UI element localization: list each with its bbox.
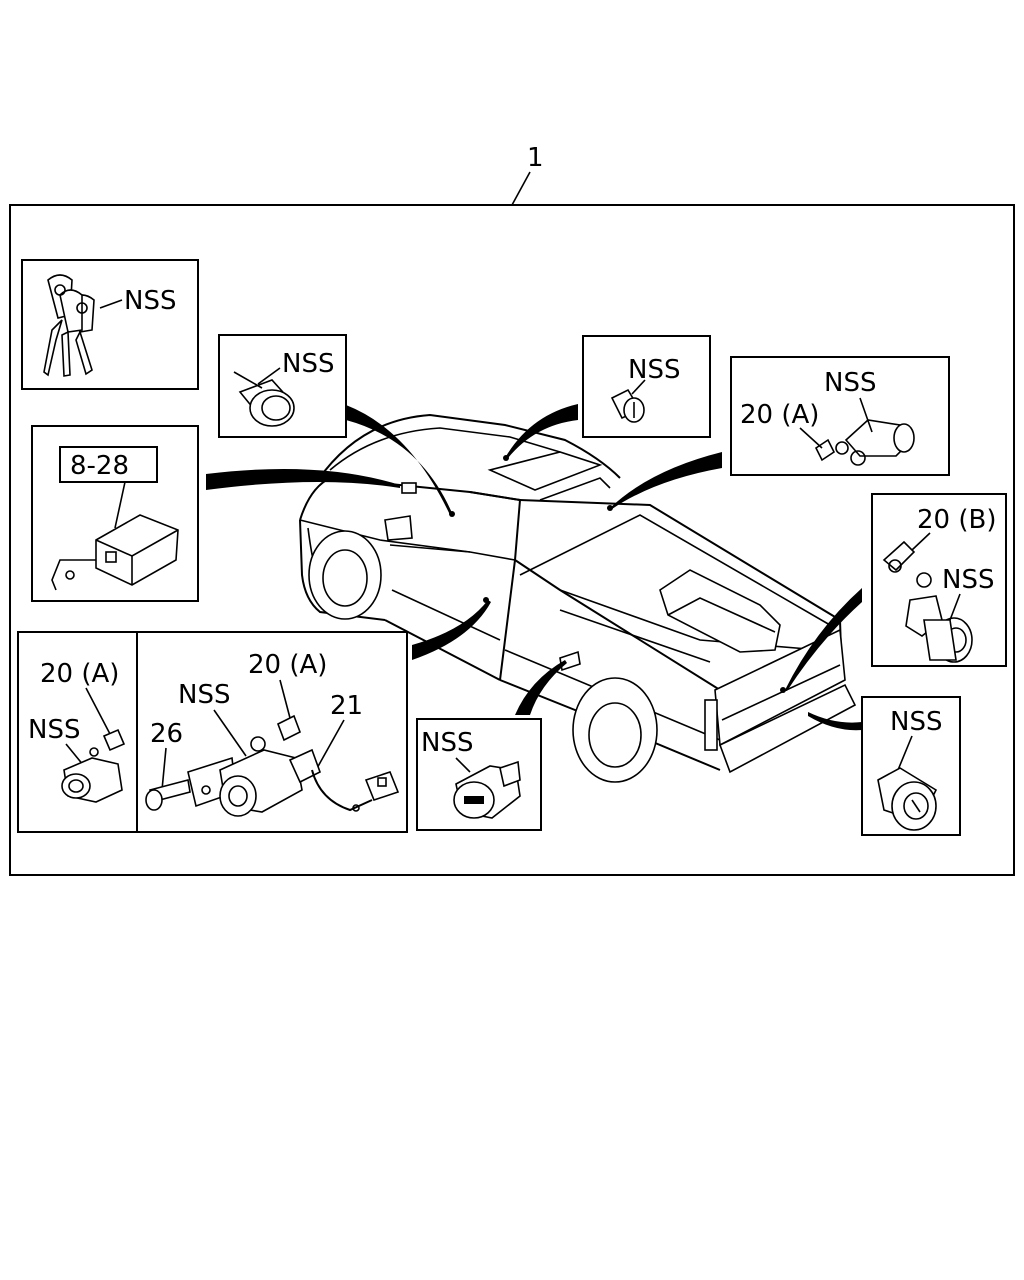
panel-keys: NSS — [21, 259, 199, 390]
connector-control-unit — [206, 468, 400, 490]
connector-fuel-lid — [515, 660, 567, 715]
door-left-callout-20a: 20 (A) — [40, 659, 119, 689]
glovebox-cylinder-icon — [610, 388, 645, 423]
panel-ignition-cylinder: NSS — [218, 334, 347, 438]
connector-tailgate-cylinder — [808, 712, 862, 731]
fuel-lid-callout: NSS — [421, 728, 473, 758]
door-main-callout-26: 26 — [150, 719, 183, 749]
control-unit-icon — [51, 514, 179, 591]
door-main-cylinder-icon — [145, 714, 400, 817]
door-left-cylinder-icon — [61, 728, 126, 803]
fuel-lid-cylinder-icon — [453, 760, 521, 819]
door-main-callout-20a: 20 (A) — [248, 650, 327, 680]
tailgate-handle-icon — [882, 540, 973, 663]
panel-tailgate-handle: 20 (B) NSS — [871, 493, 1007, 667]
keys-callout: NSS — [124, 286, 176, 316]
panel-rear-right: NSS 20 (A) — [730, 356, 950, 476]
door-main-callout-21: 21 — [330, 691, 363, 721]
ignition-cylinder-icon — [233, 371, 295, 427]
glovebox-callout: NSS — [628, 355, 680, 385]
rear-right-callout-nss: NSS — [824, 368, 876, 398]
ignition-callout: NSS — [282, 349, 334, 379]
connector-door — [412, 600, 491, 660]
control-unit-reference: 8-28 — [70, 451, 129, 481]
outer-frame — [9, 204, 1015, 876]
tailgate-cylinder-callout: NSS — [890, 707, 942, 737]
key-set-icon — [43, 274, 95, 377]
panel-control-unit: 8-28 — [31, 425, 199, 602]
panel-fuel-lid: NSS — [416, 718, 542, 831]
connector-rear-right — [610, 452, 722, 509]
connector-ignition — [346, 405, 452, 515]
panel-tailgate-cylinder: NSS — [861, 696, 961, 836]
door-left-callout-nss: NSS — [28, 715, 80, 745]
tailgate-cylinder-icon — [877, 767, 938, 831]
assembly-number: 1 — [527, 143, 544, 173]
panel-glovebox-cylinder: NSS — [582, 335, 711, 438]
rear-right-lock-icon — [814, 419, 915, 466]
assembly-leader — [511, 171, 531, 206]
tailgate-handle-callout-nss: NSS — [942, 565, 994, 595]
rear-right-callout-20a: 20 (A) — [740, 400, 819, 430]
connector-glovebox — [505, 404, 578, 458]
door-main-callout-nss: NSS — [178, 680, 230, 710]
tailgate-handle-callout-20b: 20 (B) — [917, 505, 996, 535]
pickup-truck-illustration — [299, 413, 857, 783]
panel-door-group: 20 (A) NSS 20 (A) NSS 26 21 — [17, 631, 408, 833]
connector-tailgate-handle — [785, 588, 862, 691]
